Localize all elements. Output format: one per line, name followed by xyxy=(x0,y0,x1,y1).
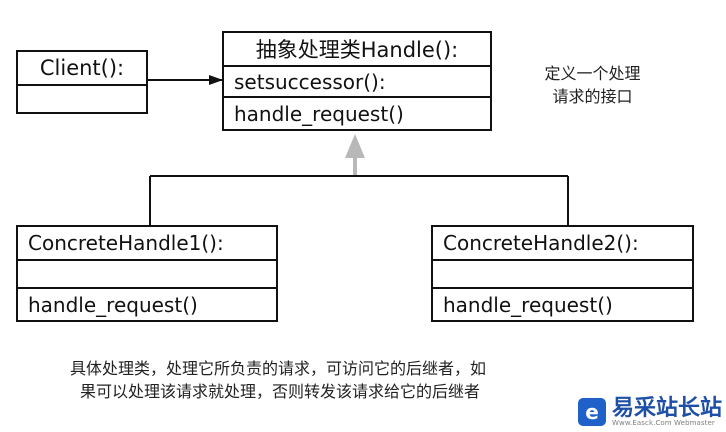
concrete-handler-1-empty-section xyxy=(18,261,276,289)
watermark-text-group: 易采站长站 Www.Easck.Com Webmaster xyxy=(612,397,722,427)
inheritance-arrow-head xyxy=(345,134,365,158)
concrete-handler-1-title: ConcreteHandle1(): xyxy=(18,227,276,261)
concrete-handler-1-handle-request: handle_request() xyxy=(28,292,198,317)
concrete-handler-note-line-2: 果可以处理该请求就处理，否则转发该请求给它的后继者 xyxy=(80,382,481,402)
watermark-subtitle: Www.Easck.Com Webmaster xyxy=(612,418,715,427)
concrete-handler-2-empty-section xyxy=(433,261,692,289)
abstract-handler-class-box: 抽象处理类Handle(): setsuccessor(): handle_re… xyxy=(222,31,492,131)
interface-note: 定义一个处理 请求的接口 xyxy=(520,62,665,108)
abstract-handler-title: 抽象处理类Handle(): xyxy=(224,33,490,67)
client-class-empty-section xyxy=(18,86,146,114)
abstract-handler-setsuccessor: setsuccessor(): xyxy=(224,67,490,98)
easck-logo-icon: e xyxy=(578,398,606,426)
concrete-handler-note-line-1: 具体处理类，处理它所负责的请求，可访问它的后继者，如 xyxy=(70,359,487,378)
concrete-handler-2-title: ConcreteHandle2(): xyxy=(433,227,692,261)
site-watermark: e 易采站长站 Www.Easck.Com Webmaster xyxy=(578,396,722,428)
interface-note-line-2: 请求的接口 xyxy=(552,87,633,107)
interface-note-line-1: 定义一个处理 xyxy=(544,64,641,83)
concrete-handler-2-class-box: ConcreteHandle2(): handle_request() xyxy=(431,225,694,322)
abstract-handler-handle-request: handle_request() xyxy=(234,101,404,126)
concrete-handler-2-handle-request: handle_request() xyxy=(443,292,613,317)
client-class-box: Client(): xyxy=(16,50,148,114)
concrete-handler-note: 具体处理类，处理它所负责的请求，可访问它的后继者，如 果可以处理该请求就处理，否… xyxy=(70,357,630,403)
concrete-handler-1-class-box: ConcreteHandle1(): handle_request() xyxy=(16,225,278,322)
watermark-title: 易采站长站 xyxy=(612,395,723,421)
client-class-title: Client(): xyxy=(18,52,146,86)
